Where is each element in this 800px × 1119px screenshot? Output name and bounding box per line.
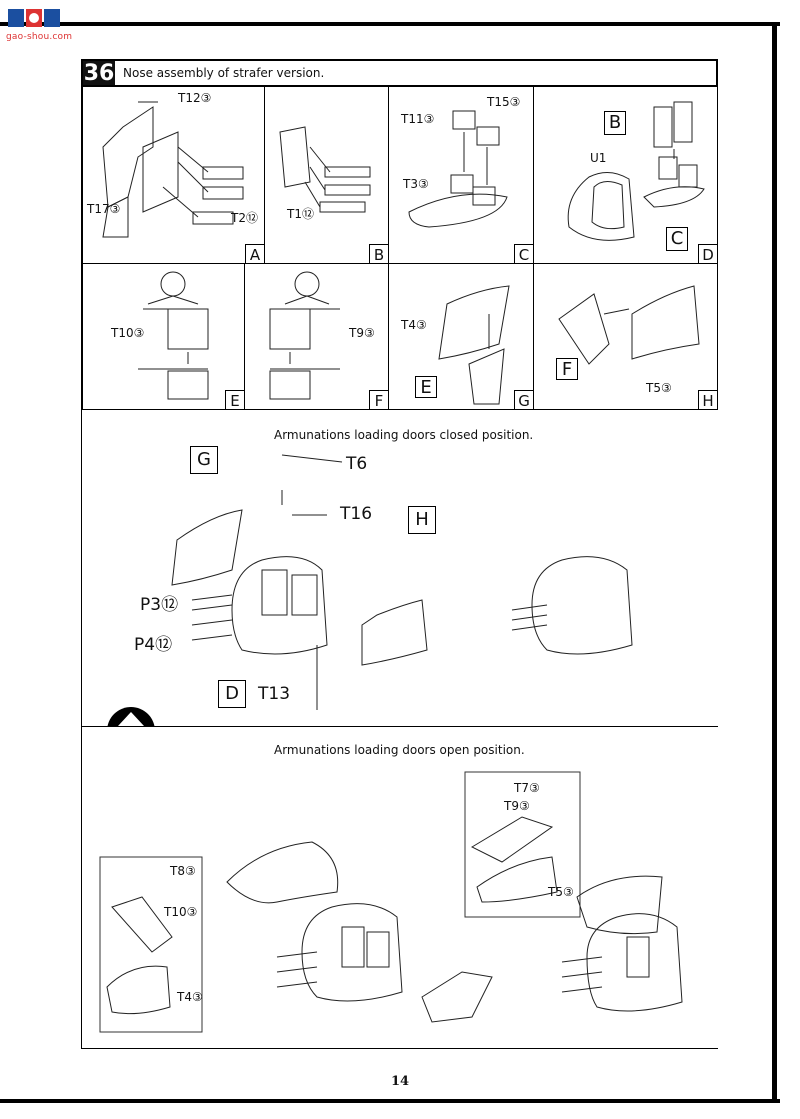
- page-frame-bottom: [0, 1099, 780, 1103]
- panel-e: T10③ E: [82, 263, 245, 410]
- label-c-box: C: [666, 227, 688, 251]
- label-t3: T3③: [403, 177, 429, 191]
- panel-h-drawing: [558, 285, 700, 365]
- panel-f: T9③ F: [244, 263, 389, 410]
- page-number: 14: [390, 1074, 410, 1089]
- panel-g: T4③ E G: [388, 263, 534, 410]
- label-t1: T1⑫: [287, 207, 314, 221]
- page-frame-top: [0, 22, 780, 26]
- watermark-logo: gao-shou.com: [6, 6, 76, 42]
- label-t11: T11③: [401, 112, 435, 126]
- panel-b: T1⑫ B: [264, 86, 389, 264]
- watermark-text: gao-shou.com: [6, 32, 73, 42]
- label-t5: T5③: [646, 381, 672, 395]
- label-b-box: B: [604, 111, 626, 135]
- panel-a-drawing: [102, 101, 244, 238]
- panel-a: T12③ T17③ T2⑫ A: [82, 86, 265, 264]
- step-number: 36: [83, 61, 115, 87]
- label-t13: T13: [258, 684, 291, 704]
- label-t2: T2⑫: [231, 211, 258, 225]
- label-t17: T17③: [87, 202, 121, 216]
- label-e-box: E: [415, 376, 437, 398]
- label-t4: T4③: [177, 990, 203, 1004]
- label-f-box: F: [556, 358, 578, 380]
- closed-caption: Armunations loading doors closed positio…: [274, 428, 534, 442]
- label-u1: U1: [590, 151, 607, 165]
- open-position-section: Armunations loading doors open position.…: [82, 726, 718, 1049]
- panel-d-drawing: [567, 101, 705, 241]
- panel-c: T11③ T15③ T3③ C: [388, 86, 534, 264]
- label-t9: T9③: [504, 799, 530, 813]
- label-t16: T16: [340, 504, 373, 524]
- label-t10: T10③: [164, 905, 198, 919]
- label-t8: T8③: [170, 864, 196, 878]
- label-h-box: H: [408, 506, 436, 534]
- label-p3: P3⑫: [140, 595, 179, 615]
- panel-letter: D: [698, 244, 718, 264]
- panel-letter: E: [225, 390, 245, 410]
- open-assembly-drawing: [99, 771, 683, 1033]
- step-title: Nose assembly of strafer version.: [123, 66, 325, 80]
- panel-letter: H: [698, 390, 718, 410]
- open-caption: Armunations loading doors open position.: [274, 743, 525, 757]
- panel-e-drawing: [138, 271, 209, 400]
- page-frame-right: [772, 22, 777, 1102]
- label-t12: T12③: [178, 91, 212, 105]
- label-t15: T15③: [487, 95, 521, 109]
- panel-letter: G: [514, 390, 534, 410]
- label-t5: T5③: [548, 885, 574, 899]
- label-d-box: D: [218, 680, 246, 708]
- label-t7: T7③: [514, 781, 540, 795]
- panel-f-drawing: [269, 271, 340, 400]
- closed-position-section: Armunations loading doors closed positio…: [82, 409, 718, 727]
- closed-assembly-drawing: [171, 454, 633, 710]
- panel-d: B U1 C D: [533, 86, 718, 264]
- label-t10: T10③: [111, 326, 145, 340]
- label-t6: T6: [346, 454, 368, 474]
- panel-c-drawing: [408, 110, 508, 228]
- panel-letter: A: [245, 244, 265, 264]
- panel-letter: F: [369, 390, 389, 410]
- label-g-box: G: [190, 446, 218, 474]
- panel-b-drawing: [279, 126, 371, 213]
- panel-letter: C: [514, 244, 534, 264]
- panel-letter: B: [369, 244, 389, 264]
- label-t4: T4③: [401, 318, 427, 332]
- watermark-logo-icon: [8, 9, 60, 27]
- label-p4: P4⑫: [134, 635, 173, 655]
- panel-h: F T5③ H: [533, 263, 718, 410]
- label-t9: T9③: [349, 326, 375, 340]
- panel-g-drawing: [438, 285, 510, 405]
